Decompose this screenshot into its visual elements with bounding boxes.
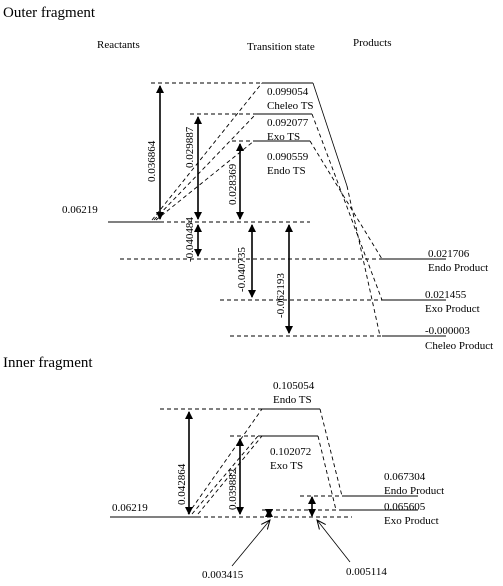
inner-reactant-to-exo-b bbox=[197, 435, 263, 515]
outer-ts-cheleo-name: Cheleo TS bbox=[267, 100, 314, 112]
inner-prod-endo-energy: 0.067304 bbox=[384, 471, 426, 483]
outer-diff-d3: 0.028369 bbox=[227, 163, 239, 205]
inner-diff-d2: 0.039882 bbox=[227, 469, 239, 510]
inner-callout-d3 bbox=[231, 520, 270, 567]
outer-prod-cheleo-name: Cheleo Product bbox=[425, 340, 493, 352]
outer-ts-exo-name: Exo TS bbox=[267, 131, 300, 143]
outer-reactant-energy: 0.06219 bbox=[62, 204, 98, 216]
outer-ts-endo-name: Endo TS bbox=[267, 165, 306, 177]
inner-prod-endo-name: Endo Product bbox=[384, 485, 444, 497]
outer-exo-to-product bbox=[311, 113, 383, 301]
inner-ts-exo-name: Exo TS bbox=[270, 460, 303, 472]
outer-endo-to-product bbox=[309, 140, 383, 260]
outer-diff-d1: 0.036864 bbox=[146, 140, 158, 182]
inner-ts-endo-energy: 0.105054 bbox=[273, 380, 315, 392]
inner-prod-exo-name: Exo Product bbox=[384, 515, 439, 527]
outer-prod-cheleo-energy: -0.000003 bbox=[425, 325, 470, 337]
header-transition-state: Transition state bbox=[247, 41, 315, 53]
outer-diff-d4: -0.040484 bbox=[184, 217, 196, 262]
inner-diff-d3: 0.003415 bbox=[202, 569, 244, 581]
inner-ts-endo-name: Endo TS bbox=[273, 394, 312, 406]
outer-cheleo-to-product bbox=[346, 185, 381, 337]
outer-diff-d2: 0.029887 bbox=[184, 126, 196, 168]
inner-reactant-to-exo-a bbox=[191, 435, 259, 515]
outer-ts-exo-energy: 0.092077 bbox=[267, 117, 309, 129]
inner-ts-exo-energy: 0.102072 bbox=[270, 446, 311, 458]
outer-prod-exo-name: Exo Product bbox=[425, 303, 480, 315]
outer-prod-endo-name: Endo Product bbox=[428, 262, 488, 274]
outer-reactant-to-exo bbox=[153, 113, 257, 221]
inner-prod-exo-energy: 0.065605 bbox=[384, 501, 426, 513]
header-products: Products bbox=[353, 37, 392, 49]
header-reactants: Reactants bbox=[97, 39, 140, 51]
outer-title: Outer fragment bbox=[3, 5, 96, 21]
inner-title: Inner fragment bbox=[3, 355, 93, 371]
inner-fragment: Inner fragment 0.06219 0.105054 Endo TS … bbox=[3, 355, 444, 581]
inner-endo-to-product bbox=[319, 408, 343, 497]
outer-fragment: Outer fragment Reactants Transition stat… bbox=[3, 5, 493, 352]
inner-exo-to-product bbox=[317, 435, 337, 511]
outer-ts-endo-energy: 0.090559 bbox=[267, 151, 309, 163]
outer-diff-d5: -0.040735 bbox=[236, 247, 248, 292]
inner-reactant-to-endo bbox=[187, 408, 263, 515]
outer-diff-d6: -0.062193 bbox=[275, 273, 287, 318]
outer-cheleo-descent-solid bbox=[312, 82, 348, 187]
outer-reactant-to-cheleo bbox=[151, 82, 263, 221]
inner-diff-d1: 0.042864 bbox=[176, 463, 188, 505]
inner-diff-d4: 0.005114 bbox=[346, 566, 387, 578]
inner-reactant-energy: 0.06219 bbox=[112, 502, 148, 514]
inner-callout-d4 bbox=[317, 520, 351, 563]
outer-prod-endo-energy: 0.021706 bbox=[428, 248, 470, 260]
outer-ts-cheleo-energy: 0.099054 bbox=[267, 86, 309, 98]
outer-prod-exo-energy: 0.021455 bbox=[425, 289, 467, 301]
